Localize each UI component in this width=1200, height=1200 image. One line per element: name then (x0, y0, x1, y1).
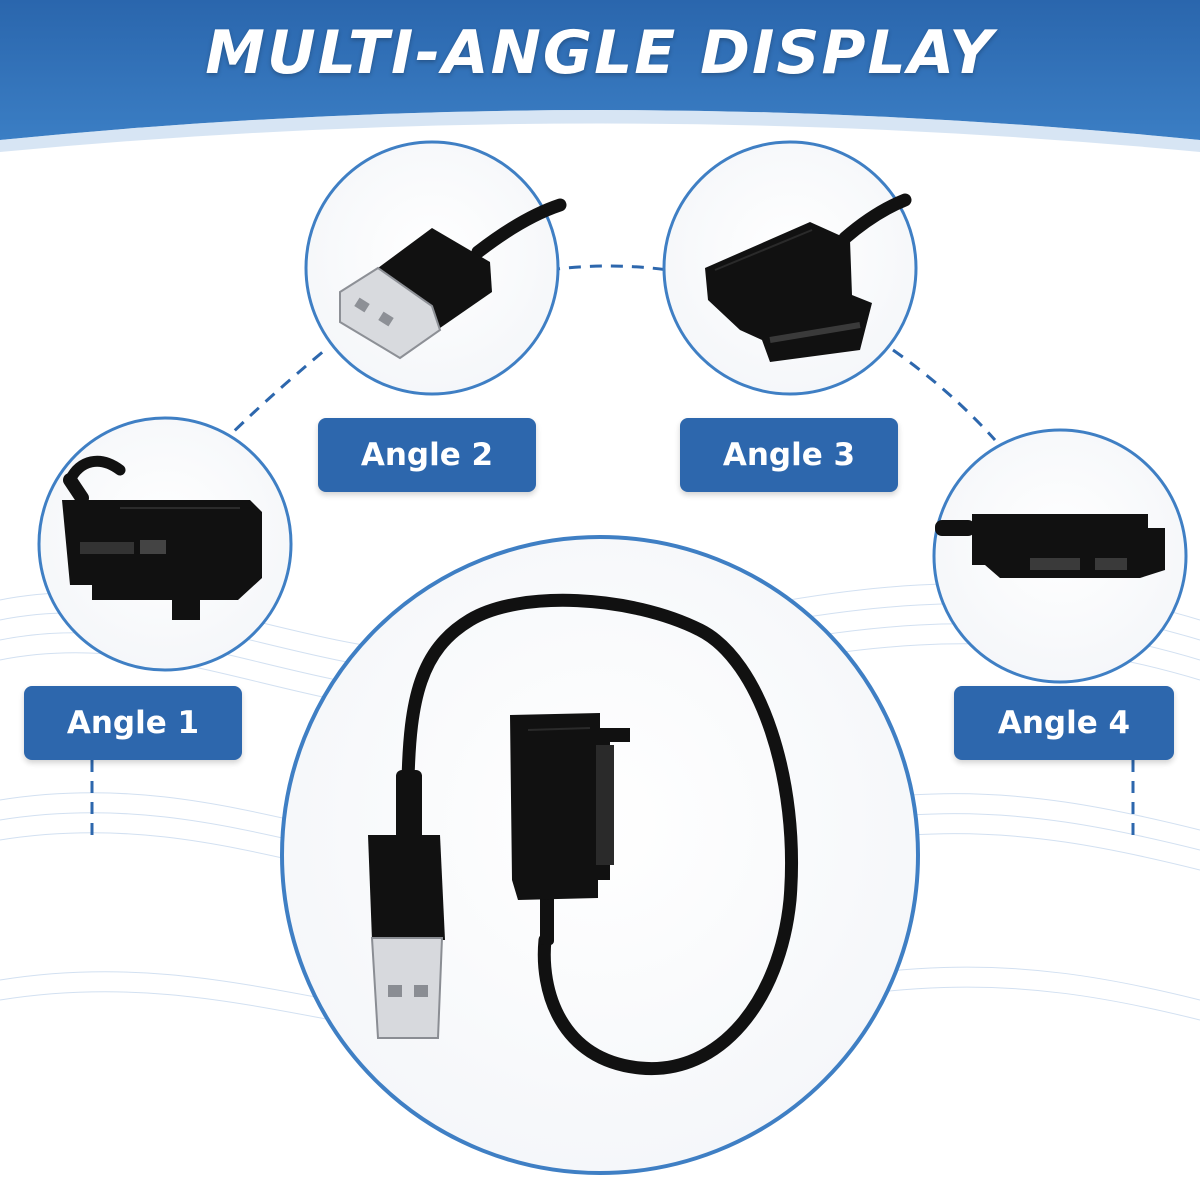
angle-4-label: Angle 4 (954, 686, 1174, 760)
angle-4-photo (932, 428, 1188, 684)
angle-3-photo (662, 140, 918, 396)
main-product-photo (280, 535, 920, 1175)
page-title: MULTI-ANGLE DISPLAY (205, 18, 995, 88)
angle-1-label: Angle 1 (24, 686, 242, 760)
angle-3-label: Angle 3 (680, 418, 898, 492)
angle-2-label: Angle 2 (318, 418, 536, 492)
angle-2-photo (304, 140, 567, 396)
header-banner (0, 0, 1200, 140)
angle-1-photo (37, 416, 293, 672)
dashed-connectors (90, 264, 1135, 835)
